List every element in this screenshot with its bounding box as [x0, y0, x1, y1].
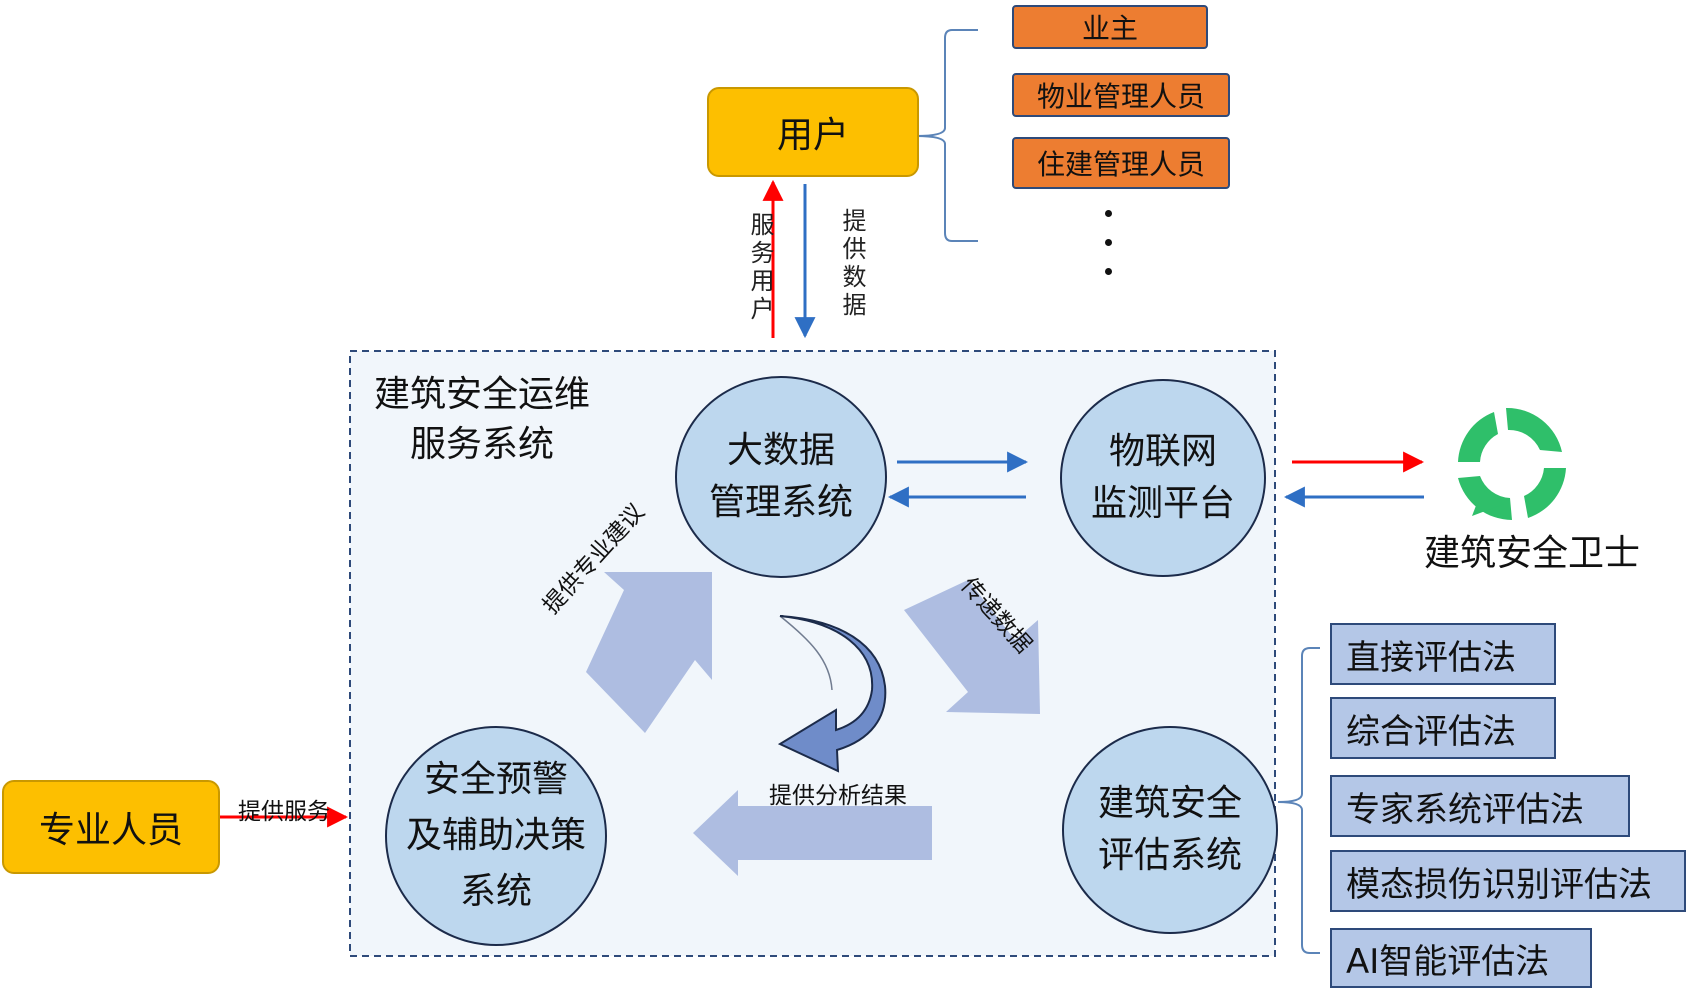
methods-brace — [1277, 647, 1320, 954]
system-title: 建筑安全运维 服务系统 — [362, 370, 602, 471]
iot-line2: 监测平台 — [1090, 483, 1235, 524]
iot-platform-node: 物联网 监测平台 — [1060, 379, 1266, 577]
professional-box: 专业人员 — [2, 780, 220, 874]
method-direct-label: 直接评估法 — [1346, 637, 1516, 678]
user-type-owner-label: 业主 — [1081, 12, 1138, 45]
user-type-housing-manager: 住建管理人员 — [1012, 137, 1230, 189]
results-flow-label: 提供分析结果 — [769, 783, 907, 809]
user-type-property-manager-label: 物业管理人员 — [1036, 80, 1205, 113]
method-comprehensive: 综合评估法 — [1330, 697, 1556, 759]
ellipsis-dot-3 — [1105, 268, 1112, 275]
user-type-property-manager: 物业管理人员 — [1012, 73, 1230, 117]
guard-label: 建筑安全卫士 — [1424, 533, 1641, 574]
cycle-arrow-icon — [777, 615, 887, 773]
warning-line2: 及辅助决策 — [405, 815, 586, 857]
assessment-system-node: 建筑安全 评估系统 — [1062, 726, 1278, 934]
bigdata-line1: 大数据 — [726, 429, 835, 471]
iot-line1: 物联网 — [1108, 430, 1217, 472]
user-box: 用户 — [707, 87, 919, 177]
bigdata-system-node: 大数据 管理系统 — [675, 376, 887, 578]
transfer-flow-arrow — [904, 580, 1040, 714]
method-expert-system: 专家系统评估法 — [1330, 775, 1630, 837]
user-type-owner: 业主 — [1012, 5, 1208, 49]
serve-user-label: 服务用户 — [746, 212, 774, 324]
method-ai: AI智能评估法 — [1330, 928, 1592, 988]
method-modal-damage: 模态损伤识别评估法 — [1330, 850, 1686, 912]
guard-logo-icon — [1458, 407, 1566, 520]
warning-line1: 安全预警 — [423, 759, 568, 801]
results-flow-arrow — [693, 790, 932, 876]
method-modal-damage-label: 模态损伤识别评估法 — [1346, 864, 1652, 905]
user-type-housing-manager-label: 住建管理人员 — [1036, 148, 1205, 181]
warning-decision-node: 安全预警 及辅助决策 系统 — [385, 726, 607, 946]
system-title-line1: 建筑安全运维 — [373, 374, 590, 415]
method-comprehensive-label: 综合评估法 — [1346, 711, 1516, 752]
warning-line3: 系统 — [459, 870, 532, 912]
assessment-line1: 建筑安全 — [1097, 782, 1242, 824]
method-expert-system-label: 专家系统评估法 — [1346, 789, 1584, 830]
method-direct: 直接评估法 — [1330, 623, 1556, 685]
assessment-line2: 评估系统 — [1097, 835, 1242, 876]
ellipsis-dot-1 — [1105, 210, 1112, 217]
ellipsis-dot-2 — [1105, 239, 1112, 246]
system-title-line2: 服务系统 — [409, 424, 554, 466]
professional-service-label: 提供服务 — [238, 799, 330, 825]
method-ai-label: AI智能评估法 — [1346, 941, 1550, 982]
professional-box-label: 专业人员 — [38, 810, 183, 851]
user-box-label: 用户 — [776, 115, 849, 156]
bigdata-line2: 管理系统 — [708, 482, 853, 523]
user-types-brace — [915, 29, 978, 242]
provide-data-label: 提供数据 — [838, 208, 866, 320]
advice-flow-arrow — [586, 572, 712, 733]
